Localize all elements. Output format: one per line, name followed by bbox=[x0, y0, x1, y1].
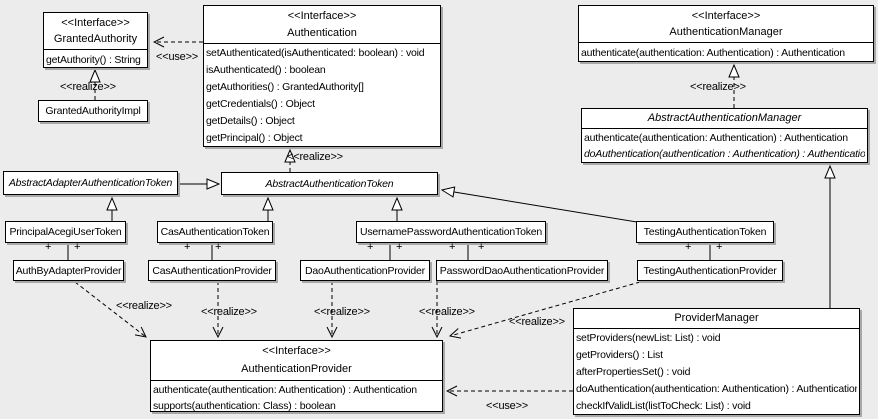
method: getAuthority() : String bbox=[46, 54, 141, 66]
class-principal-acegi-user-token: PrincipalAcegiUserToken bbox=[5, 221, 126, 243]
class-granted-authority: <<Interface>> GrantedAuthority getAuthor… bbox=[43, 12, 148, 68]
class-name: AbstractAuthenticationManager bbox=[647, 112, 802, 124]
plus-marker: + bbox=[685, 241, 692, 253]
class-title: <<Interface>> AuthenticationManager bbox=[579, 6, 873, 43]
method: afterPropertiesSet() : void bbox=[576, 366, 691, 378]
realize-label: <<realize>> bbox=[287, 151, 343, 163]
method: doAuthentication(authentication : Authen… bbox=[584, 148, 865, 160]
plus-marker: + bbox=[716, 241, 723, 253]
method: getCredentials() : Object bbox=[206, 98, 315, 110]
realize-label: <<realize>> bbox=[509, 316, 565, 328]
plus-marker: + bbox=[74, 241, 81, 253]
plus-marker: + bbox=[449, 241, 456, 253]
method: getAuthorities() : GrantedAuthority[] bbox=[206, 81, 364, 93]
class-abstract-authentication-manager: AbstractAuthenticationManager authentica… bbox=[581, 108, 868, 163]
class-granted-authority-impl: GrantedAuthorityImpl bbox=[38, 100, 148, 122]
method-list: authenticate(authentication: Authenticat… bbox=[582, 129, 867, 162]
method: getDetails() : Object bbox=[206, 115, 295, 127]
class-name: ProviderManager bbox=[674, 312, 759, 324]
class-password-dao-authentication-provider: PasswordDaoAuthenticationProvider bbox=[436, 260, 608, 281]
class-title: ProviderManager bbox=[574, 309, 859, 329]
method: authenticate(authentication: Authenticat… bbox=[153, 384, 417, 396]
class-title: <<Interface>> GrantedAuthority bbox=[44, 13, 147, 50]
class-title: <<Interface>> Authentication bbox=[204, 6, 440, 44]
class-title: AbstractAuthenticationManager bbox=[582, 109, 867, 129]
realize-label: <<realize>> bbox=[116, 300, 172, 312]
method-list: setProviders(newList: List) : void getPr… bbox=[574, 329, 859, 415]
class-testing-authentication-token: TestingAuthenticationToken bbox=[636, 221, 774, 243]
class-cas-authentication-provider: CasAuthenticationProvider bbox=[148, 260, 276, 281]
method: getProviders() : List bbox=[576, 349, 663, 361]
class-authentication-manager: <<Interface>> AuthenticationManager auth… bbox=[578, 5, 874, 62]
method: checkIfValidList(listToCheck: List) : vo… bbox=[576, 400, 751, 412]
class-abstract-adapter-authentication-token: AbstractAdapterAuthenticationToken bbox=[3, 171, 178, 195]
method: getPrincipal() : Object bbox=[206, 132, 303, 144]
class-name: AuthenticationManager bbox=[669, 26, 783, 38]
method-list: getAuthority() : String bbox=[44, 50, 147, 69]
plus-marker: + bbox=[396, 241, 403, 253]
stereotype-label: <<Interface>> bbox=[262, 345, 331, 357]
plus-marker: + bbox=[215, 241, 222, 253]
class-testing-authentication-provider: TestingAuthenticationProvider bbox=[637, 260, 783, 281]
use-label: <<use>> bbox=[156, 51, 199, 63]
class-name: GrantedAuthority bbox=[53, 33, 138, 45]
realize-label: <<realize>> bbox=[314, 306, 370, 318]
class-auth-by-adapter-provider: AuthByAdapterProvider bbox=[13, 260, 124, 281]
class-title: <<Interface>> AuthenticationProvider bbox=[151, 341, 442, 381]
method-list: authenticate(authentication: Authenticat… bbox=[579, 43, 873, 62]
method: authenticate(authentication: Authenticat… bbox=[581, 47, 845, 59]
class-name: Authentication bbox=[287, 27, 357, 39]
class-username-password-authentication-token: UsernamePasswordAuthenticationToken bbox=[356, 221, 546, 243]
plus-marker: + bbox=[367, 241, 374, 253]
class-authentication-provider: <<Interface>> AuthenticationProvider aut… bbox=[150, 340, 443, 412]
realize-label: <<realize>> bbox=[60, 81, 116, 93]
method-list: setAuthenticated(isAuthenticated: boolea… bbox=[204, 44, 440, 147]
class-name: AuthenticationProvider bbox=[241, 363, 352, 375]
plus-marker: + bbox=[478, 241, 485, 253]
realize-label: <<realize>> bbox=[419, 306, 475, 318]
method: isAuthenticated() : boolean bbox=[206, 64, 326, 76]
class-dao-authentication-provider: DaoAuthenticationProvider bbox=[300, 260, 430, 281]
use-label: <<use>> bbox=[486, 400, 529, 412]
stereotype-label: <<Interface>> bbox=[691, 10, 761, 22]
class-cas-authentication-token: CasAuthenticationToken bbox=[157, 221, 273, 243]
stereotype-label: <<Interface>> bbox=[287, 10, 357, 22]
method: doAuthentication(authentication: Authent… bbox=[576, 383, 857, 395]
plus-marker: + bbox=[184, 241, 191, 253]
edge-generalization-testing-token bbox=[442, 190, 638, 223]
method-list: authenticate(authentication: Authenticat… bbox=[151, 381, 442, 414]
realize-label: <<realize>> bbox=[201, 306, 257, 318]
plus-marker: + bbox=[45, 241, 52, 253]
class-authentication: <<Interface>> Authentication setAuthenti… bbox=[203, 5, 441, 147]
method: authenticate(authentication: Authenticat… bbox=[584, 132, 848, 144]
stereotype-label: <<Interface>> bbox=[61, 17, 130, 29]
realize-label: <<realize>> bbox=[690, 81, 746, 93]
method: setAuthenticated(isAuthenticated: boolea… bbox=[206, 47, 425, 59]
class-abstract-authentication-token: AbstractAuthenticationToken bbox=[221, 172, 438, 195]
class-provider-manager: ProviderManager setProviders(newList: Li… bbox=[573, 308, 860, 415]
method: setProviders(newList: List) : void bbox=[576, 332, 721, 344]
method: supports(authentication: Class) : boolea… bbox=[153, 400, 336, 412]
